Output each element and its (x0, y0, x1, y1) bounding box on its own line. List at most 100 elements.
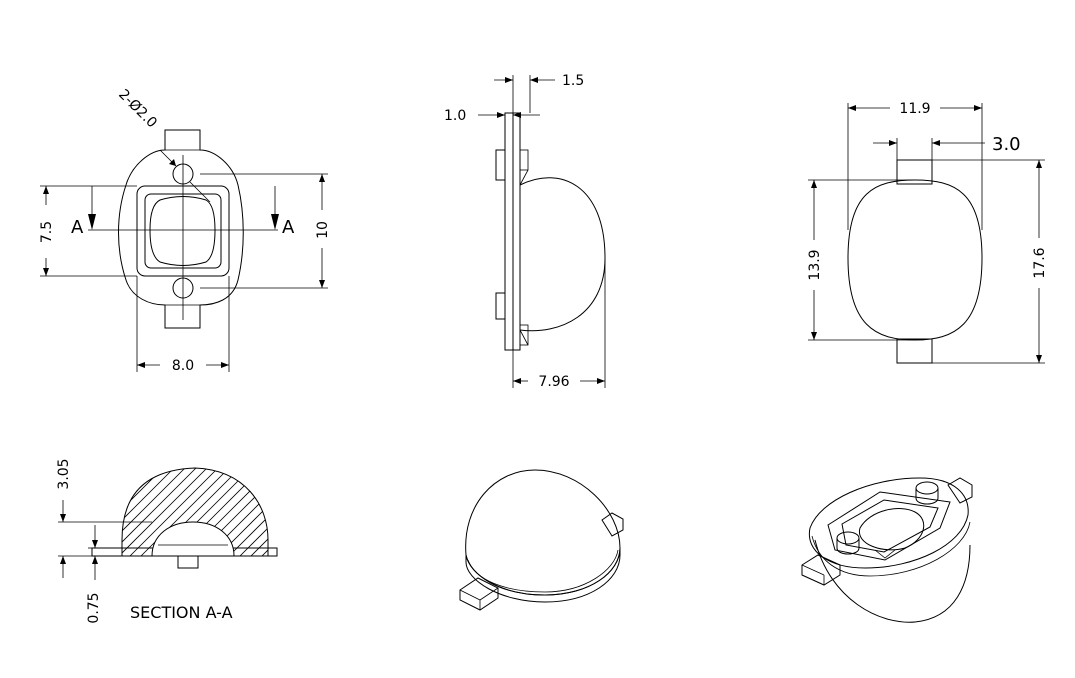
iso-back-tab-right (947, 477, 973, 504)
dim-0.75-arrow (92, 540, 98, 548)
section-label-left: A (71, 217, 84, 238)
hatch-line (291, 450, 401, 560)
hole-leader-arrow (169, 159, 176, 166)
dim-13.9-label: 13.9 (807, 249, 823, 280)
iso-back-frame-outer (827, 491, 951, 561)
section-arrow-right-head (271, 214, 279, 230)
hatch-line (368, 450, 478, 560)
front-outer-outline (118, 129, 244, 329)
dim-1.0-label: 1.0 (444, 108, 466, 124)
hatch-line (0, 450, 60, 560)
dim-17.6-arrow-top (1036, 160, 1042, 168)
dim-3.0-label: 3.0 (992, 134, 1021, 155)
iso-dome-rim (467, 549, 619, 593)
side-dome-edge-bottom (519, 329, 529, 346)
hatch-line (122, 468, 138, 556)
iso-back-stud-right-side (915, 488, 939, 505)
dim-3.0-arrow-right (932, 140, 940, 146)
section-arrow-left-head (88, 214, 96, 230)
side-flange-back (504, 112, 514, 351)
dim-8.0-arrow-left (137, 362, 145, 368)
back-tab-bottom (896, 338, 933, 364)
hatch-line (0, 450, 27, 560)
hatch-line (324, 450, 434, 560)
hatch-line (257, 468, 268, 556)
hole-callout: 2-Ø2.0 (115, 87, 160, 132)
iso-back-lens-notch (874, 549, 896, 559)
section-label-right: A (282, 217, 295, 238)
side-view: 1.5 1.0 7.96 (444, 73, 606, 390)
iso-dome-body (465, 469, 621, 596)
dim-1.0-arrow-right (513, 112, 521, 118)
dim-1.5-label: 1.5 (562, 73, 584, 89)
hole-leader-line-2 (189, 181, 211, 203)
side-stud-bottom (519, 324, 529, 346)
dim-7.96-label: 7.96 (538, 374, 569, 390)
hatch-line (0, 450, 49, 560)
iso-back-stud-right-top (915, 481, 939, 495)
iso-dome-tab-left-edge (459, 589, 481, 601)
iso-back-plate-edge (811, 521, 971, 577)
dim-1.0-arrow-left (497, 112, 505, 118)
back-view: 11.9 3.0 13.9 17.6 (807, 101, 1048, 364)
section-base-stud (177, 555, 199, 569)
dim-7.96-arrow-right (597, 378, 605, 384)
iso-dome-view (459, 469, 624, 611)
dim-1.5-arrow-left (505, 77, 513, 83)
section-hatch-group (0, 450, 489, 560)
hatch-line (302, 450, 412, 560)
iso-back-tab-left (801, 554, 841, 586)
hatch-line (213, 468, 268, 556)
side-dome-edge-top (519, 169, 529, 186)
hatch-line (0, 450, 16, 560)
hatch-line (0, 450, 104, 560)
iso-back-stud-left-top (836, 531, 860, 545)
section-inner-cavity (151, 521, 235, 557)
hatch-line (313, 450, 423, 560)
dim-8.0-arrow-right (221, 362, 229, 368)
hatch-line (357, 450, 467, 560)
dim-17.6-label: 17.6 (1032, 247, 1048, 278)
dim-3.05-label: 3.05 (56, 458, 72, 489)
front-lens (149, 196, 216, 266)
iso-back-frame-inner (841, 499, 939, 553)
section-view: 3.05 0.75 SECTION A-A (0, 450, 489, 624)
hatch-line (0, 450, 38, 560)
dim-3.05-arrow-top (60, 514, 66, 522)
iso-back-view (801, 477, 973, 623)
dim-3.05-arrow-bottom (60, 556, 66, 564)
dim-13.9-arrow-bottom (811, 332, 817, 340)
dim-7.5-arrow-top (43, 186, 49, 194)
dim-3.0-arrow-left (889, 140, 897, 146)
hatch-line (269, 450, 379, 560)
iso-dome-tab-left (459, 577, 499, 611)
dim-7.5-arrow-bottom (43, 268, 49, 276)
dim-0.75-label: 0.75 (86, 592, 102, 623)
dim-17.6-arrow-bottom (1036, 355, 1042, 363)
dim-1.5-arrow-right (530, 77, 538, 83)
iso-back-bowl (814, 539, 971, 623)
dim-11.9-label: 11.9 (899, 101, 930, 117)
hatch-line (346, 450, 456, 560)
hatch-line (224, 468, 268, 556)
dim-7.96-arrow-left (513, 378, 521, 384)
hatch-line (335, 450, 445, 560)
iso-back-plate (808, 477, 969, 569)
hatch-line (0, 450, 93, 560)
dim-11.9-arrow-left (848, 105, 856, 111)
hatch-line (246, 468, 268, 556)
hatch-line (379, 450, 489, 560)
front-view: A A 2-Ø2.0 7.5 10 8.0 (39, 87, 331, 374)
dim-10-label: 10 (315, 221, 331, 239)
side-post-bottom (495, 292, 506, 320)
dim-7.5-label: 7.5 (39, 221, 55, 243)
dim-11.9-arrow-right (974, 105, 982, 111)
dim-13.9-arrow-top (811, 180, 817, 188)
dim-10-arrow-top (319, 174, 325, 182)
iso-back-lens (859, 508, 925, 551)
hatch-line (280, 450, 390, 560)
dim-8.0-label: 8.0 (172, 358, 194, 374)
side-stud-top (519, 149, 529, 171)
back-tab-top (896, 159, 933, 185)
